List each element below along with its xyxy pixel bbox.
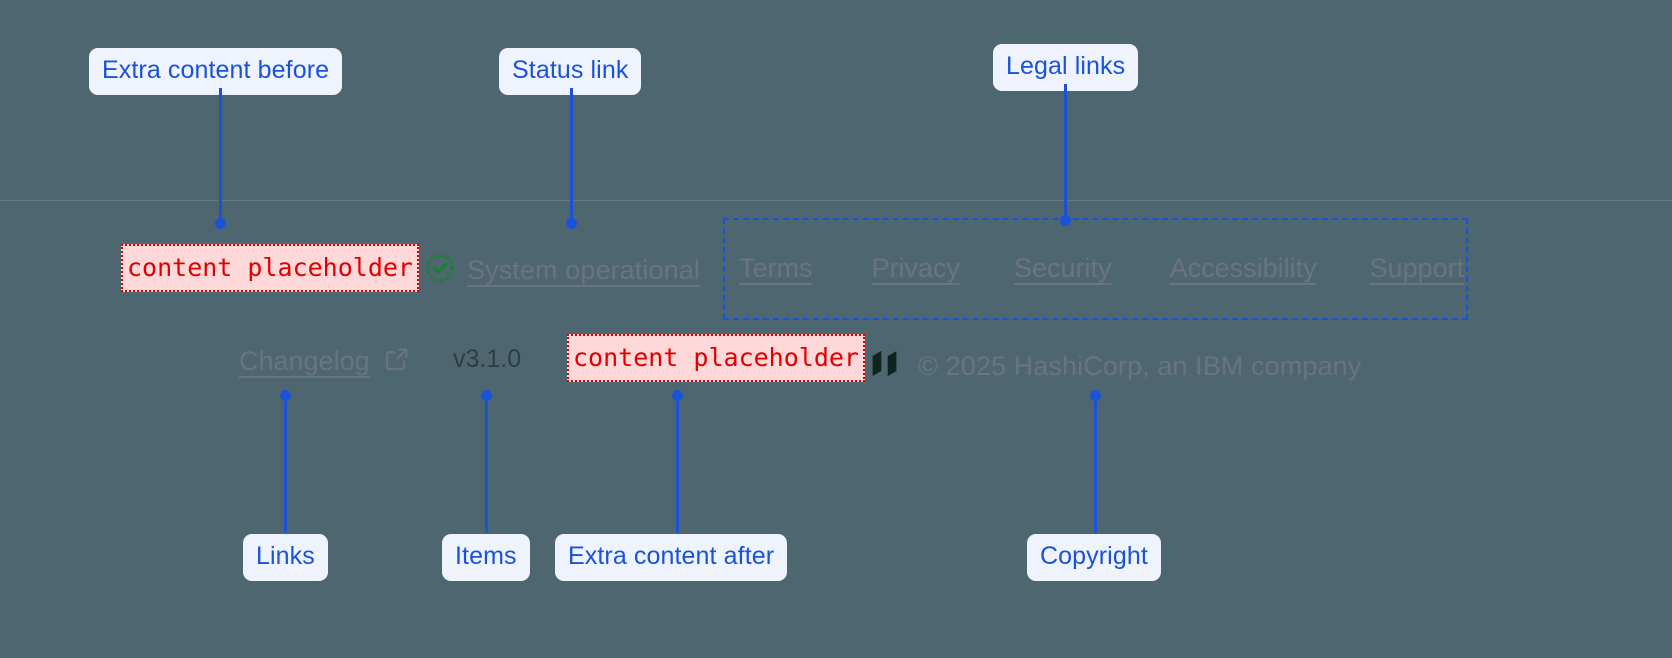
changelog-link[interactable]: Changelog: [239, 345, 411, 378]
legal-link-terms[interactable]: Terms: [739, 253, 813, 283]
copyright-text: © 2025 HashiCorp, an IBM company: [918, 350, 1362, 381]
leader-dot-extra-content-before: [215, 218, 226, 229]
callout-extra-content-after: Extra content after: [555, 534, 788, 581]
site-footer: content placeholder System operational T…: [0, 201, 1672, 411]
status-link[interactable]: System operational: [425, 253, 700, 288]
copyright-block: © 2025 HashiCorp, an IBM company: [868, 345, 1361, 387]
external-link-icon: [383, 345, 411, 378]
leader-line-extra-content-after: [676, 395, 679, 533]
status-link-label: System operational: [467, 255, 700, 285]
legal-link-support[interactable]: Support: [1369, 253, 1465, 283]
legal-link-privacy[interactable]: Privacy: [871, 253, 961, 283]
callout-links: Links: [243, 534, 328, 581]
footer-divider: [0, 200, 1672, 201]
footer-slot-before-placeholder: content placeholder: [121, 244, 419, 292]
legal-links-group: Terms Privacy Security Accessibility Support: [739, 255, 1464, 282]
callout-legal-links: Legal links: [993, 44, 1139, 91]
callout-items: Items: [442, 534, 530, 581]
leader-line-copyright: [1094, 395, 1097, 533]
leader-line-extra-content-before: [219, 88, 222, 221]
leader-line-status-link: [570, 88, 573, 221]
callout-status-link: Status link: [499, 48, 642, 95]
leader-line-items: [485, 395, 488, 533]
changelog-label: Changelog: [239, 346, 370, 376]
legal-link-accessibility[interactable]: Accessibility: [1169, 253, 1317, 283]
footer-slot-after-placeholder: content placeholder: [567, 334, 865, 382]
leader-line-legal-links: [1064, 84, 1067, 218]
callout-copyright: Copyright: [1027, 534, 1161, 581]
legal-links-highlight-box: [723, 218, 1468, 320]
legal-link-security[interactable]: Security: [1014, 253, 1112, 283]
version-label: v3.1.0: [453, 345, 522, 373]
callout-extra-content-before: Extra content before: [89, 48, 343, 95]
check-circle-icon: [425, 253, 455, 288]
hashicorp-logo: [868, 345, 901, 387]
leader-line-links: [284, 395, 287, 533]
leader-dot-status-link: [566, 218, 577, 229]
leader-dot-legal-links: [1060, 215, 1071, 226]
